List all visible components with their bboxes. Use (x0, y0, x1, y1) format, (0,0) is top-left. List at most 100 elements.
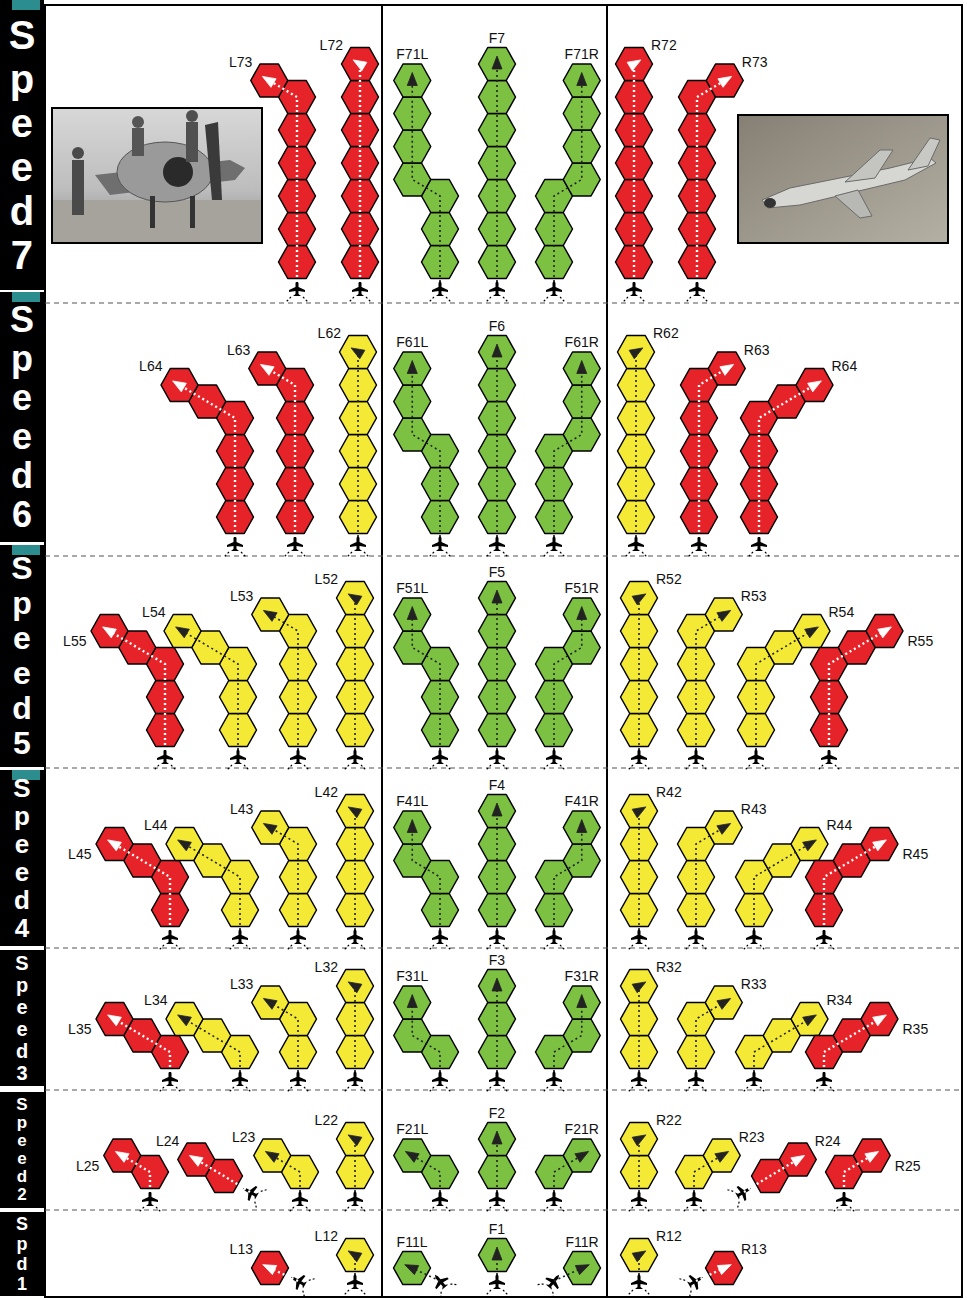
aircraft-icon (543, 280, 565, 302)
maneuver-label: F41L (395, 793, 429, 809)
aircraft-icon (537, 1268, 568, 1299)
maneuver-label: L22 (314, 1112, 339, 1128)
aircraft-arc (560, 765, 565, 770)
facing-arrow (348, 594, 362, 605)
aircraft-arc (560, 552, 565, 557)
mechanic-figure (186, 110, 198, 122)
hex (161, 369, 198, 402)
aircraft-arc (486, 945, 491, 950)
aircraft-icon (683, 1190, 705, 1212)
hex (252, 1252, 289, 1285)
aircraft-shape (230, 748, 246, 764)
aircraft-arc (446, 765, 451, 770)
maneuver-label: F51R (564, 580, 600, 596)
maneuver-label: F41R (564, 793, 600, 809)
facing-arrow (492, 803, 502, 816)
aircraft-shape (546, 280, 562, 296)
aircraft-shape (686, 1190, 702, 1206)
facing-arrow (263, 823, 277, 834)
facing-arrow (351, 348, 365, 359)
aircraft-icon (628, 748, 650, 770)
maneuver-label: R53 (740, 588, 768, 604)
maneuver-label: L32 (314, 959, 339, 975)
maneuver-label: R52 (655, 571, 683, 587)
aircraft-shape (432, 1070, 448, 1086)
aircraft-arc (156, 1207, 161, 1212)
aircraft-arc (503, 297, 508, 302)
aircraft-arc (301, 552, 306, 557)
hex (563, 352, 600, 385)
hex (861, 828, 898, 861)
aircraft-arc (685, 945, 690, 950)
hex (394, 163, 431, 196)
aircraft-arc (642, 552, 647, 557)
move-path (696, 1003, 724, 1073)
aircraft-icon (726, 1178, 756, 1208)
aircraft-arc (429, 297, 434, 302)
aircraft-icon (486, 1070, 508, 1092)
facing-arrow (577, 820, 587, 833)
maneuver-label: R24 (814, 1133, 842, 1149)
aircraft-arc (702, 1087, 707, 1092)
aircraft-arc (229, 945, 234, 950)
move-path (496, 1139, 498, 1192)
aircraft-shape (546, 1190, 562, 1206)
hex (779, 1143, 816, 1176)
aircraft-arc (361, 765, 366, 770)
move-path (754, 844, 810, 930)
move-path (756, 631, 812, 750)
facing-arrow (263, 1265, 277, 1275)
facing-arrow (492, 344, 502, 357)
move-path (496, 598, 498, 750)
maneuver-label: F71R (564, 46, 600, 62)
move-path (829, 631, 885, 750)
aircraft-arc (364, 552, 369, 557)
column-divider (606, 5, 608, 1297)
move-path (496, 986, 498, 1072)
speed-separator (45, 555, 962, 556)
move-path (354, 598, 356, 750)
facing-arrow (407, 995, 417, 1008)
chart-frame (45, 5, 962, 1297)
maneuver-label: F2 (488, 1105, 506, 1121)
aircraft-shape (227, 535, 243, 551)
aircraft-icon (486, 1190, 508, 1212)
aircraft-shape (489, 748, 505, 764)
aircraft-icon (743, 928, 765, 950)
aircraft-shape (142, 1190, 158, 1206)
speed-separator (45, 947, 962, 948)
aircraft-shape (546, 928, 562, 944)
aircraft-arc (284, 552, 289, 557)
aircraft-shape (290, 928, 306, 944)
hex (104, 1139, 141, 1172)
move-path (554, 1156, 582, 1193)
hex (791, 828, 828, 861)
aircraft-icon (818, 748, 840, 770)
aircraft-icon (287, 748, 309, 770)
hex (621, 795, 658, 828)
move-path (554, 828, 582, 931)
facing-arrow (407, 361, 417, 374)
hex (705, 811, 742, 844)
aircraft-arc (705, 552, 710, 557)
aircraft-arc (503, 765, 508, 770)
aircraft-shape (631, 1070, 647, 1086)
facing-arrow (627, 60, 641, 71)
facing-arrow (865, 1151, 879, 1162)
aircraft-arc (503, 1087, 508, 1092)
aircraft-arc (543, 1087, 548, 1092)
maneuver-label: R25 (894, 1158, 922, 1174)
facing-arrow (405, 1151, 419, 1162)
maneuver-hexes (91, 48, 903, 1299)
move-path (697, 81, 725, 283)
aircraft-shape (748, 748, 764, 764)
aircraft-icon (486, 748, 508, 770)
facing-arrow (348, 807, 362, 818)
move-path (122, 1156, 150, 1193)
aircraft-icon (685, 1070, 707, 1092)
speed-band: Speed 7 (0, 0, 44, 290)
hex (337, 795, 374, 828)
aircraft-arc (743, 1087, 748, 1092)
facing-arrow (178, 840, 192, 851)
facing-arrow (577, 73, 587, 86)
